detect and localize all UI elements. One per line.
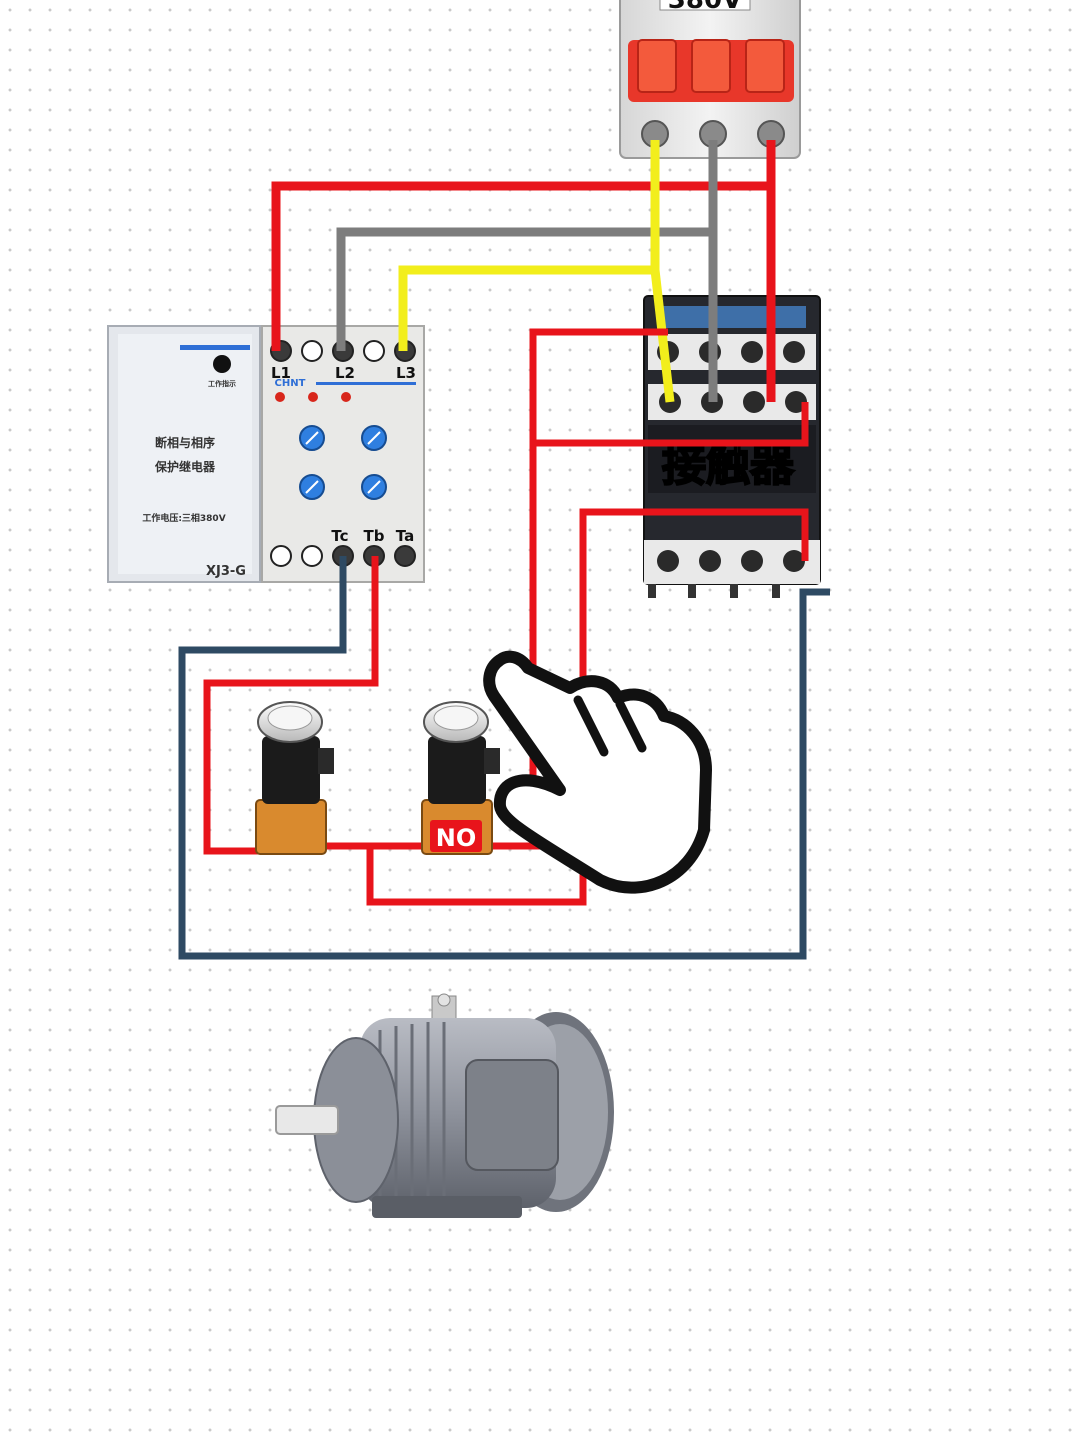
relay-brand: CHNT [275,378,306,389]
start-push-button[interactable]: NO [421,701,500,855]
indicator-label: 工作指示 [208,379,236,388]
wire-l3-relay [398,140,660,351]
relay-title-line2: 保护继电器 [154,459,216,474]
terminal-label-tc: Tc [331,527,348,545]
circuit-breaker: 380V [619,0,801,159]
no-contact-label: NO [436,824,477,852]
breaker-voltage-label: 380V [668,0,742,15]
wire-l3-contactor [650,269,675,403]
motor-icon [275,993,614,1218]
terminal-label-ta: Ta [396,527,414,545]
terminal-label-l1: L1 [271,364,291,382]
stop-push-button[interactable] [255,701,334,855]
wire-aux-bridge [533,402,809,447]
terminal-label-l3: L3 [396,364,416,382]
relay-title-line1: 断相与相序 [155,435,215,450]
relay-model: XJ3-G [206,564,246,579]
terminal-label-tb: Tb [364,527,385,545]
wire-tb-stop [203,556,379,855]
contactor: 接触器 [643,295,821,598]
hand-pointer-icon [483,650,712,894]
wire-return [178,556,830,960]
indicator-led [213,355,231,373]
terminal-label-l2: L2 [335,364,355,382]
phase-sequence-relay: 工作指示 断相与相序 保护继电器 工作电压:三相380V XJ3-G L1 L2… [107,325,425,583]
wire-l2-relay [336,140,718,351]
adjustment-knobs [299,425,387,500]
contactor-label: 接触器 [662,440,795,491]
relay-work-voltage: 工作电压:三相380V [142,512,225,524]
